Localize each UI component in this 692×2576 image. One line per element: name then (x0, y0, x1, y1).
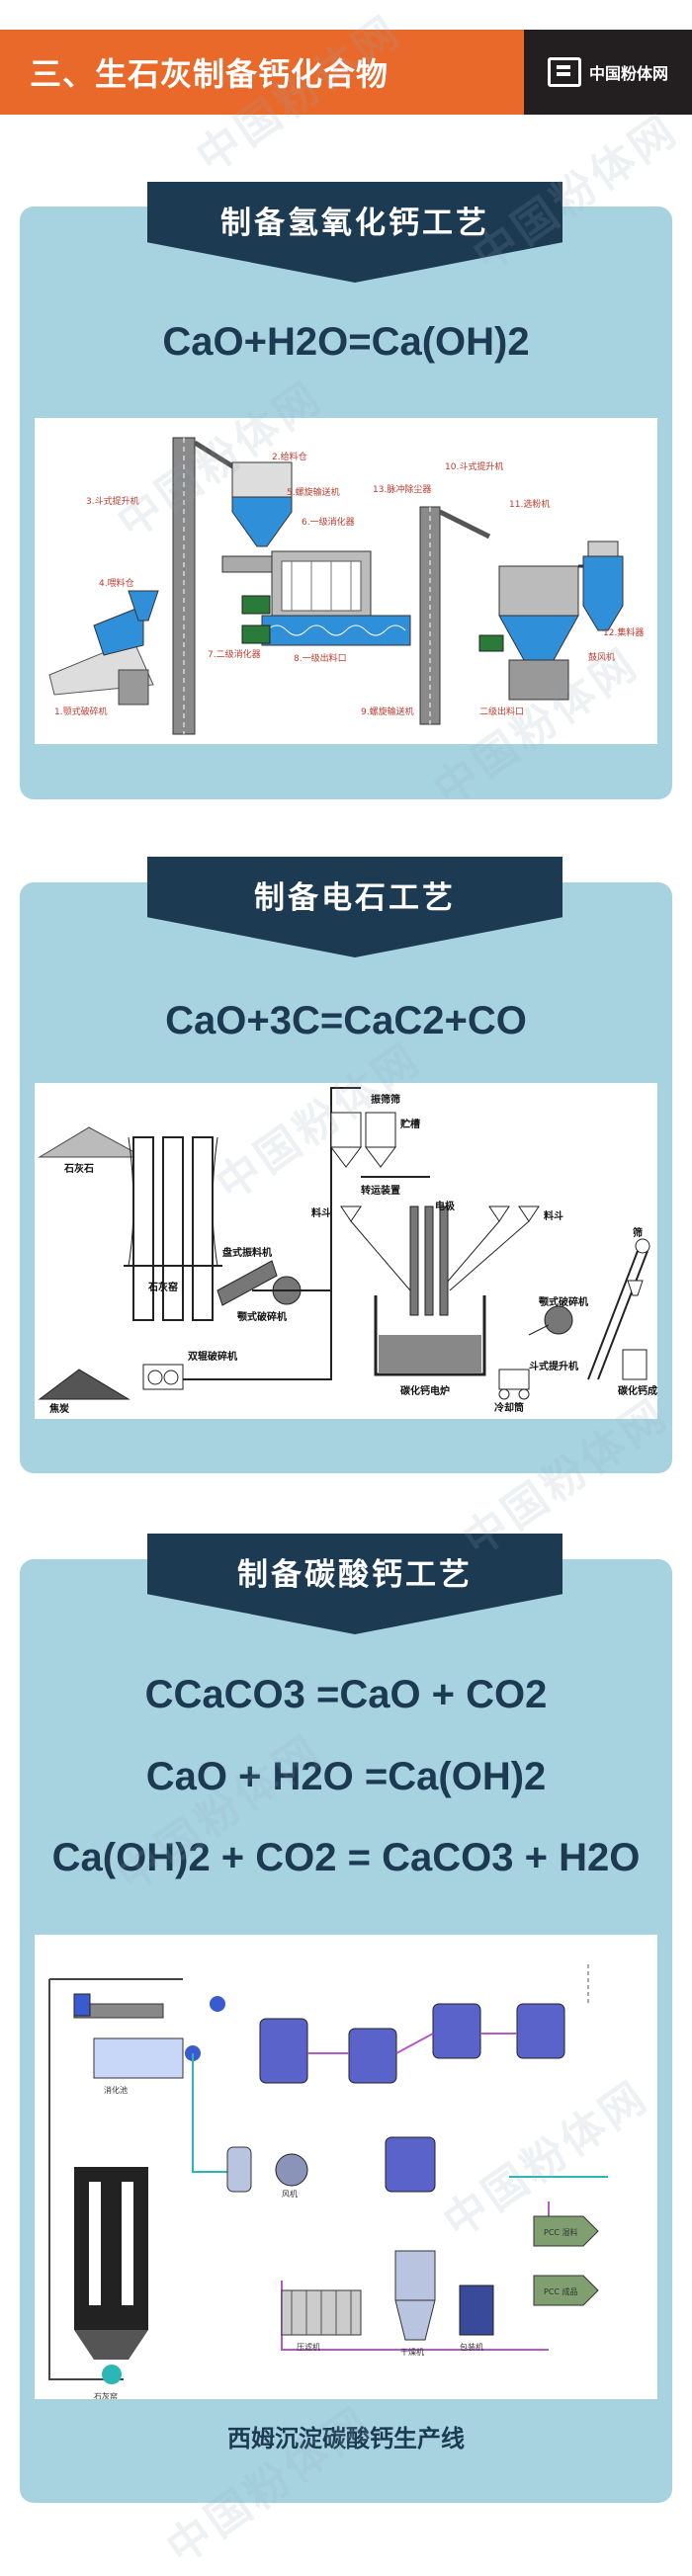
label-limestone: 石灰石 (63, 1162, 94, 1175)
page-header: 三、生石灰制备钙化合物 中国粉体网 (0, 0, 692, 116)
page-title: 三、生石灰制备钙化合物 (30, 55, 389, 93)
label-feeder: 盘式振料机 (222, 1246, 272, 1259)
formula-2: CaO + H2O =Ca(OH)2 (145, 1755, 547, 1798)
label-packer: 包装机 (460, 2342, 483, 2352)
process-diagram-svg: 石灰石 石灰窑 焦炭 双辊破碎机 盘式振料机 颚式破碎机 振筛筛 贮槽 转运装置… (35, 1083, 657, 1419)
process-diagram-calcium-hydroxide: 3.斗式提升机 4.喂料仓 1.颚式破碎机 2.给料仓 5.螺旋输送机 6.一级… (35, 418, 657, 744)
section-calcium-carbide: 制备电石工艺 CaO+3C=CaC2+CO (20, 857, 672, 1473)
label-double-roll-crusher: 双辊破碎机 (188, 1350, 237, 1363)
process-diagram-calcium-carbonate: PCC 湿料 PCC 成品 石灰窑 消化池 风机 压滤机 干燥机 包装机 (35, 1935, 657, 2399)
label-outlet-1: 8.一级出料口 (294, 652, 347, 664)
brand-box: 中国粉体网 (524, 30, 692, 115)
process-diagram-svg: PCC 湿料 PCC 成品 石灰窑 消化池 风机 压滤机 干燥机 包装机 (35, 1935, 657, 2399)
formula: CaO+3C=CaC2+CO (165, 999, 527, 1042)
diagram-caption: 西姆沉淀碳酸钙生产线 (227, 2425, 465, 2452)
label-dryer: 干燥机 (400, 2347, 424, 2357)
label-tank: 消化池 (104, 2085, 128, 2095)
label-kiln: 石灰窑 (147, 1281, 178, 1293)
label-hopper-left: 料斗 (311, 1206, 331, 1219)
label-outlet-2: 二级出料口 (479, 706, 524, 717)
label-hopper-right: 料斗 (544, 1209, 563, 1222)
label-feed-silo: 2.给料仓 (272, 451, 307, 462)
process-diagram-svg: 3.斗式提升机 4.喂料仓 1.颚式破碎机 2.给料仓 5.螺旋输送机 6.一级… (35, 418, 657, 744)
section-title: 制备氢氧化钙工艺 (220, 206, 489, 241)
formula: CaO+H2O=Ca(OH)2 (162, 320, 530, 364)
label-fan: 风机 (282, 2189, 298, 2199)
label-kiln: 石灰窑 (94, 2391, 118, 2399)
label-pcc-wet: PCC 湿料 (544, 2227, 578, 2237)
label-silo: 贮槽 (399, 1118, 420, 1130)
formula-3: Ca(OH)2 + CO2 = CaCO3 + H2O (51, 1836, 641, 1879)
label-blower: 鼓风机 (588, 651, 615, 663)
process-diagram-calcium-carbide: 石灰石 石灰窑 焦炭 双辊破碎机 盘式振料机 颚式破碎机 振筛筛 贮槽 转运装置… (35, 1083, 657, 1419)
label-cooler: 冷却筒 (494, 1401, 524, 1414)
title-bar: 三、生石灰制备钙化合物 (0, 30, 524, 115)
section-tag: 制备氢氧化钙工艺 (147, 182, 562, 283)
label-digester-1: 6.一级消化器 (302, 516, 355, 528)
label-filter: 压滤机 (297, 2342, 320, 2352)
label-feed-bin: 4.喂料仓 (99, 577, 134, 589)
label-digester-2: 7.二级消化器 (208, 648, 261, 660)
label-jaw-crusher: 1.颚式破碎机 (54, 706, 108, 717)
label-elevator-2: 10.斗式提升机 (445, 460, 503, 472)
label-elevator: 斗式提升机 (529, 1360, 578, 1372)
label-screw-conveyor-1: 5.螺旋输送机 (287, 486, 340, 498)
label-conveyor: 转运装置 (361, 1184, 400, 1197)
label-screw-conveyor-2: 9.螺旋输送机 (361, 706, 414, 717)
label-product: 碳化钙成品 (618, 1384, 657, 1397)
label-jaw-crusher-2: 颚式破碎机 (539, 1295, 588, 1308)
section-title: 制备电石工艺 (254, 880, 456, 916)
section-tag: 制备电石工艺 (147, 857, 562, 957)
section-tag: 制备碳酸钙工艺 (147, 1534, 562, 1634)
label-electrode: 电极 (435, 1200, 456, 1212)
section-calcium-hydroxide: 制备氢氧化钙工艺 CaO+H2O=Ca(OH)2 (20, 182, 672, 799)
label-elevator-1: 3.斗式提升机 (86, 495, 139, 507)
formula-1: CCaCO3 =CaO + CO2 (144, 1673, 548, 1716)
section-calcium-carbonate: 制备碳酸钙工艺 CCaCO3 =CaO + CO2 CaO + H2O =Ca(… (20, 1534, 672, 2503)
label-top: 筛 (633, 1226, 643, 1239)
label-screen: 振筛筛 (371, 1093, 400, 1106)
label-coke: 焦炭 (48, 1402, 69, 1415)
brand-logo-icon (547, 57, 581, 87)
label-furnace: 碳化钙电炉 (400, 1384, 450, 1397)
brand-name: 中国粉体网 (588, 64, 668, 83)
label-separator: 11.选粉机 (509, 498, 550, 510)
label-collector: 12.集料器 (603, 626, 644, 638)
label-jaw-crusher-1: 颚式破碎机 (237, 1310, 287, 1323)
label-pcc-product: PCC 成品 (544, 2286, 578, 2296)
section-title: 制备碳酸钙工艺 (237, 1557, 473, 1593)
label-dust-filter: 13.脉冲除尘器 (373, 483, 431, 495)
